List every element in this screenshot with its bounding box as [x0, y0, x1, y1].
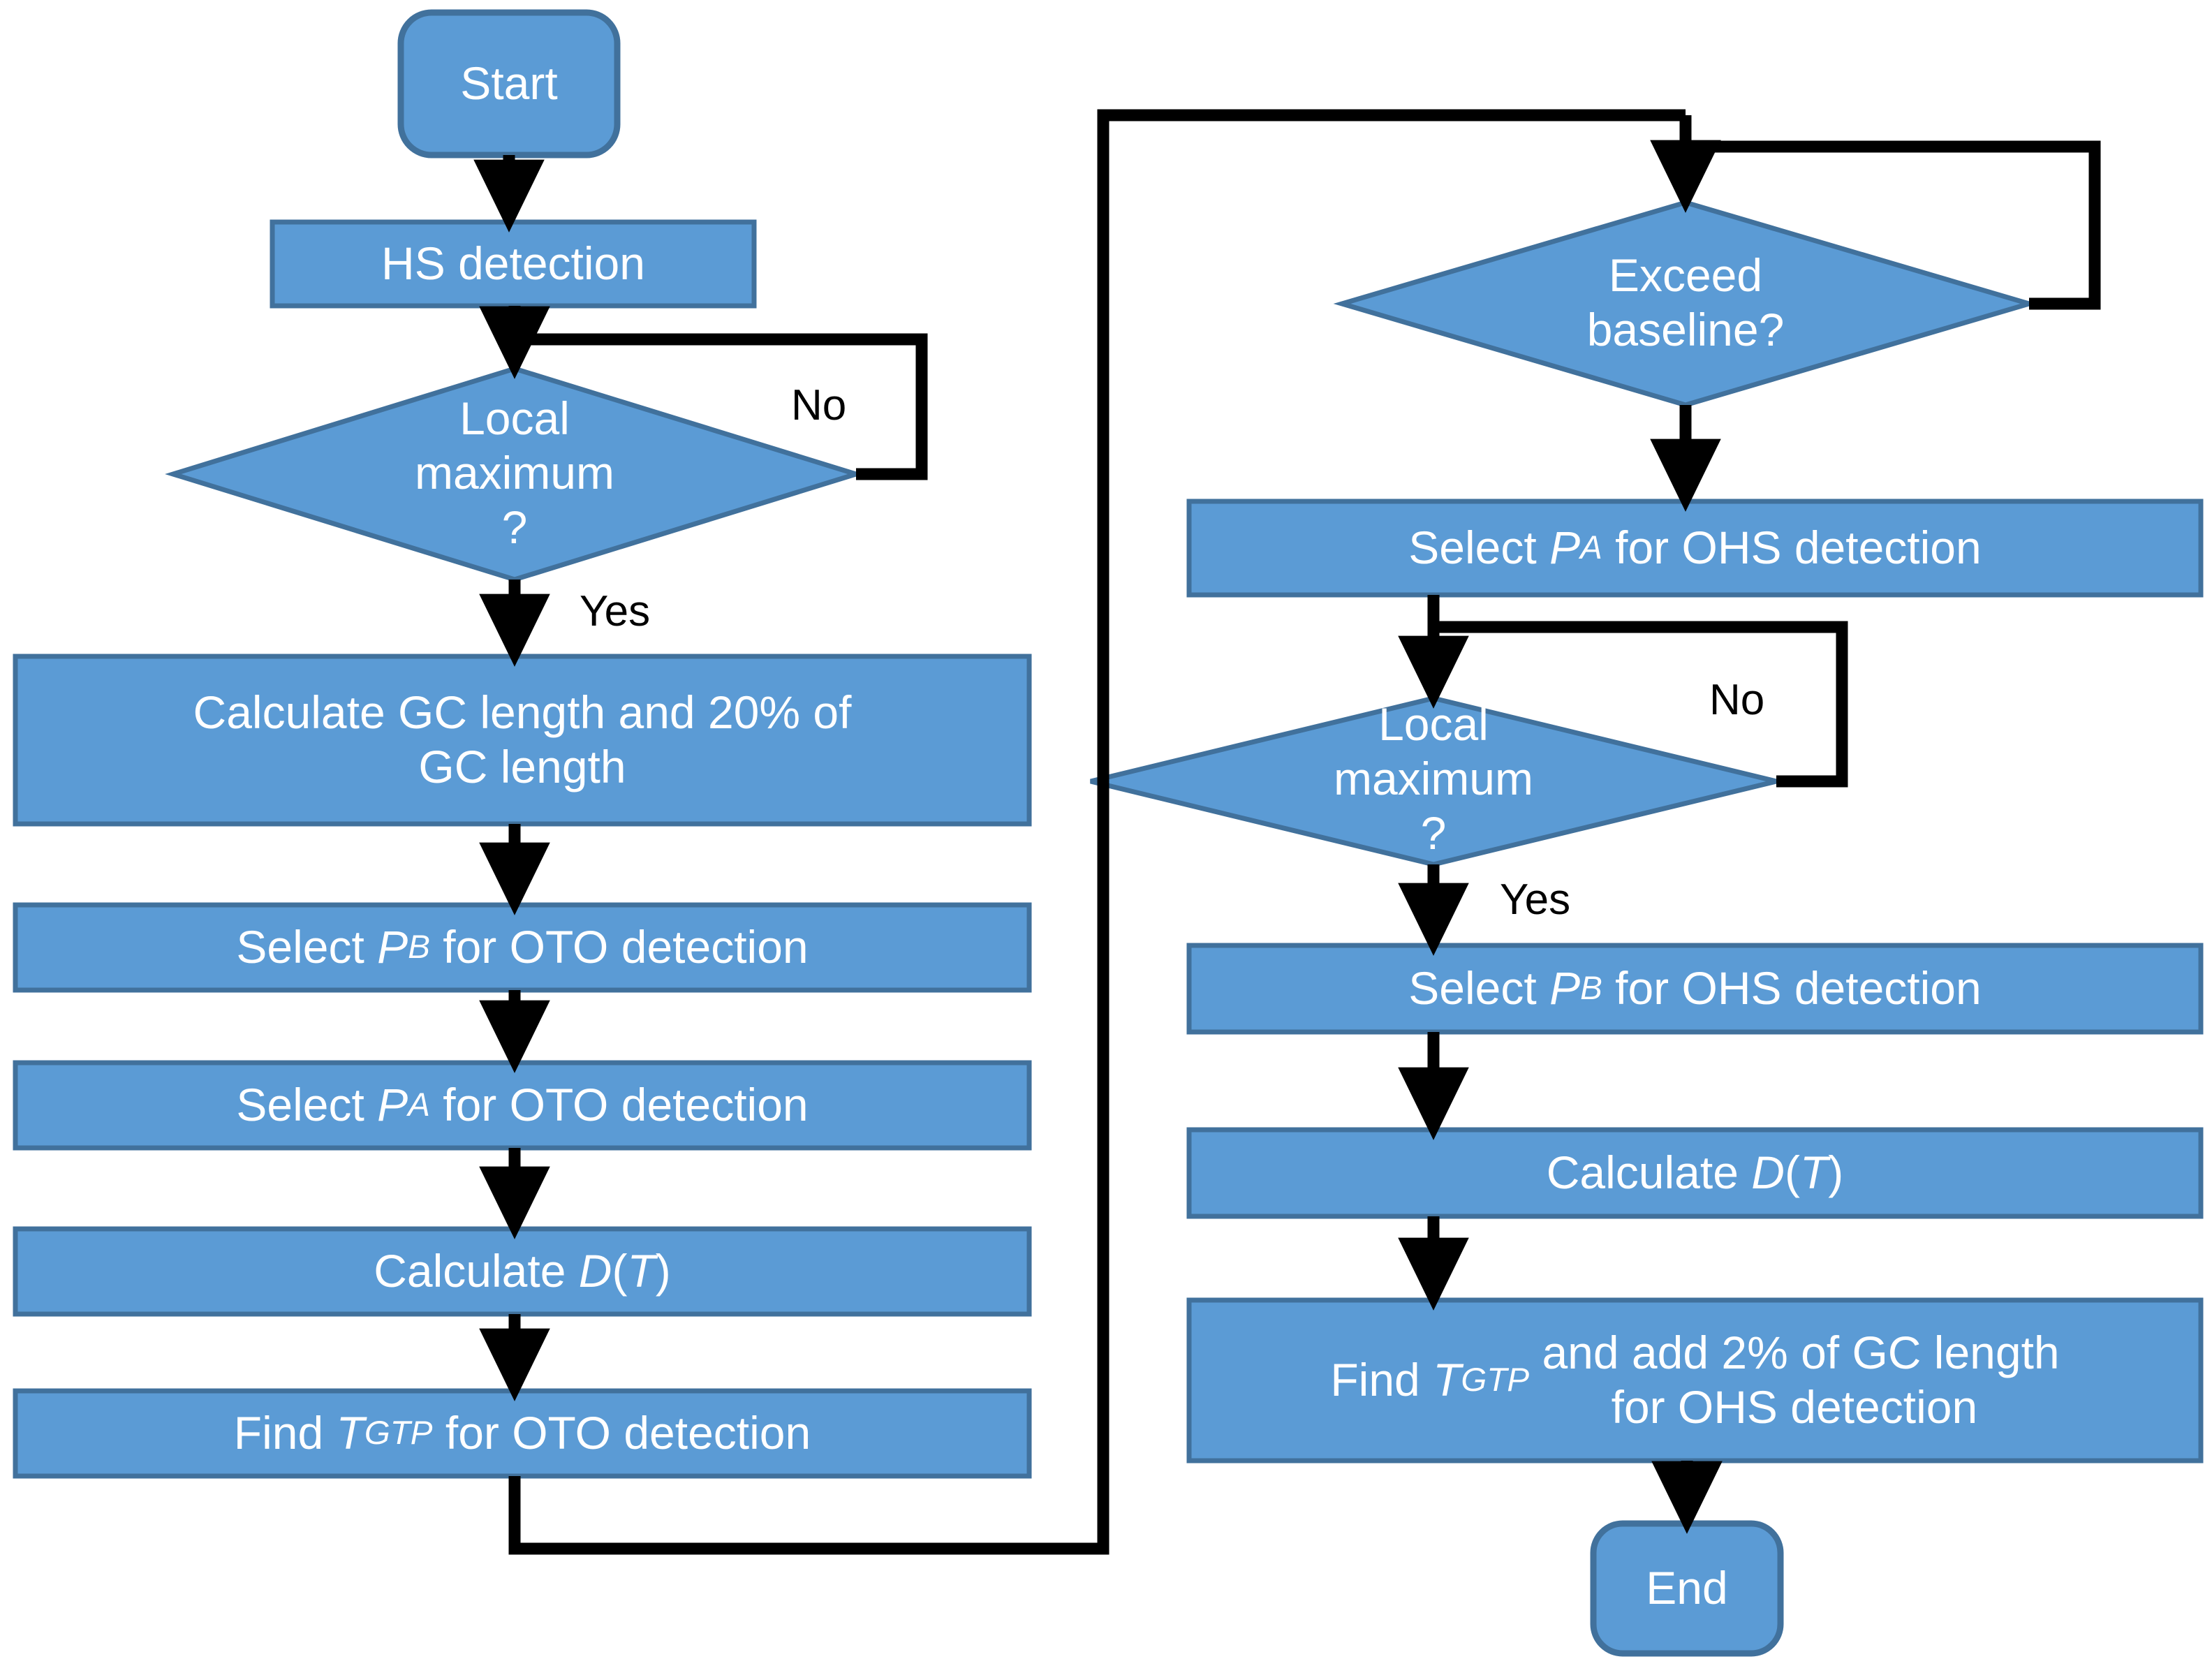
node-select-pa-oto[interactable] [13, 1060, 1032, 1151]
edge-findtgtp-oto-to-exceed-baseline [508, 109, 1686, 1555]
node-hs-detection[interactable] [270, 219, 757, 309]
node-end[interactable] [1590, 1520, 1784, 1657]
edge-localmax2-no-loop [1433, 621, 1848, 788]
edge-label-no-2: No [1709, 676, 1765, 724]
node-calculate-dt-oto[interactable] [13, 1226, 1032, 1317]
node-local-maximum-1[interactable] [165, 366, 864, 582]
node-exceed-baseline[interactable] [1333, 200, 2038, 408]
edge-localmax1-no-loop [515, 333, 928, 480]
node-select-pa-ohs[interactable] [1186, 499, 2204, 598]
node-start[interactable] [397, 9, 621, 158]
edge-exceed-baseline-loop [1690, 140, 2101, 310]
node-local-maximum-2[interactable] [1090, 695, 1777, 867]
node-select-pb-oto[interactable] [13, 902, 1032, 993]
edge-label-yes-1: Yes [580, 587, 651, 635]
node-calculate-gc-length[interactable] [13, 654, 1032, 827]
edge-label-yes-2: Yes [1500, 876, 1571, 924]
node-find-tgtp-oto[interactable] [13, 1388, 1032, 1479]
node-find-tgtp-ohs[interactable] [1186, 1297, 2204, 1463]
node-select-pb-ohs[interactable] [1186, 943, 2204, 1035]
node-calculate-dt-ohs[interactable] [1186, 1127, 2204, 1219]
edge-label-no-1: No [791, 381, 847, 429]
